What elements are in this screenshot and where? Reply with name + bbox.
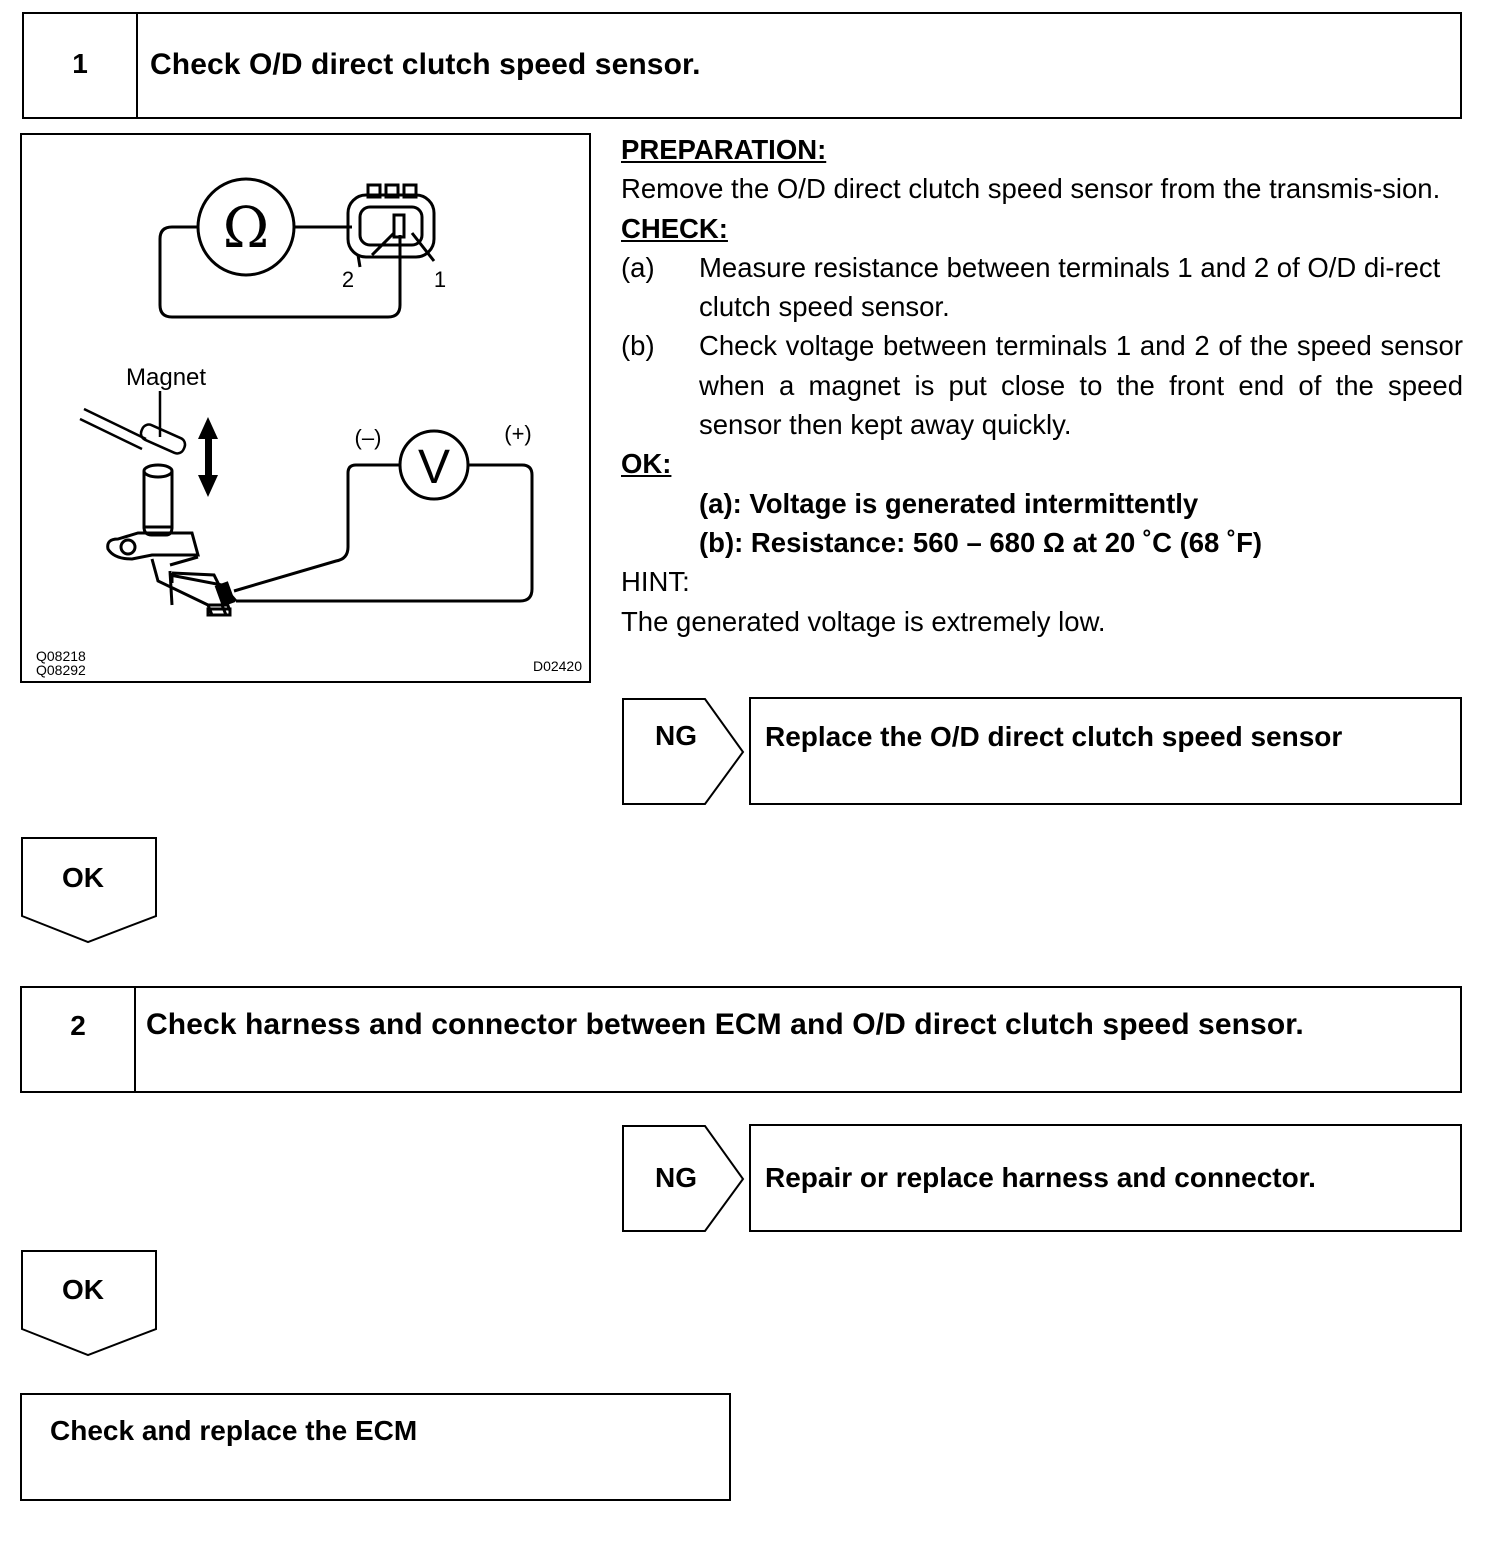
ng-arrow-1	[622, 698, 745, 805]
speed-sensor-icon	[106, 463, 238, 617]
check-item-b: (b) Check voltage between terminals 1 an…	[621, 326, 1463, 444]
motion-arrow-icon	[198, 417, 218, 497]
ok-label-1: OK	[62, 862, 104, 893]
ng-result-1: Replace the O/D direct clutch speed sens…	[749, 697, 1462, 805]
check-item-label: (a)	[621, 251, 655, 283]
step-title: Check O/D direct clutch speed sensor.	[150, 48, 701, 81]
volt-symbol: V	[418, 441, 450, 494]
ok-line-a: (a): Voltage is generated intermittently	[699, 487, 1199, 519]
final-action-text: Check and replace the ECM	[50, 1415, 418, 1446]
plus-label: (+)	[504, 421, 532, 446]
figure-code-1: Q08218	[36, 648, 86, 664]
ok-arrow-2	[21, 1250, 157, 1357]
check-item-a: (a) Measure resistance between terminals…	[621, 248, 1463, 327]
ng-label-1: NG	[655, 720, 697, 751]
ng-result-text-2: Repair or replace harness and connector.	[765, 1162, 1316, 1193]
magnet-icon	[139, 423, 187, 455]
ohm-symbol: Ω	[223, 196, 269, 261]
hint-heading: HINT:	[621, 566, 690, 598]
check-heading: CHECK:	[621, 212, 728, 244]
check-item-text: Check voltage between terminals 1 and 2 …	[699, 330, 1463, 441]
ok-line-b: (b): Resistance: 560 – 680 Ω at 20 ˚C (6…	[699, 526, 1263, 558]
minus-label: (–)	[355, 425, 382, 450]
step-1-header: 1 Check O/D direct clutch speed sensor.	[22, 12, 1462, 119]
magnet-label: Magnet	[126, 364, 206, 391]
terminal-2-label: 2	[342, 267, 354, 292]
preparation-text: Remove the O/D direct clutch speed senso…	[621, 173, 1441, 205]
volt-wire-negative	[233, 463, 400, 593]
figure-code-right: D02420	[533, 658, 582, 674]
preparation-heading: PREPARATION:	[621, 134, 827, 165]
connector-icon	[346, 193, 436, 259]
ok-heading: OK:	[621, 448, 672, 480]
volt-wire-positive	[236, 463, 534, 603]
figure-code-2: Q08292	[36, 662, 86, 678]
ng-result-text-1: Replace the O/D direct clutch speed sens…	[765, 721, 1343, 752]
sensor-test-figure: Ω 2 1 Magnet	[20, 133, 591, 683]
check-item-label: (b)	[621, 330, 655, 362]
step-2-header: 2 Check harness and connector between EC…	[20, 986, 1462, 1093]
ng-result-2: Repair or replace harness and connector.	[749, 1124, 1462, 1232]
terminal-1-label: 1	[434, 267, 446, 292]
step-number: 1	[24, 14, 138, 117]
instructions: PREPARATION: Remove the O/D direct clutc…	[621, 130, 1463, 641]
ohm-wire-lower	[158, 225, 402, 319]
step-title: Check harness and connector between ECM …	[146, 1008, 1304, 1041]
check-item-text: Measure resistance between terminals 1 a…	[699, 251, 1441, 323]
ok-label-2: OK	[62, 1274, 104, 1305]
final-action-box: Check and replace the ECM	[20, 1393, 731, 1501]
ng-label-2: NG	[655, 1162, 697, 1193]
step-number: 2	[22, 988, 136, 1091]
ng-arrow-2	[622, 1125, 745, 1232]
ok-arrow-1	[21, 837, 157, 944]
hint-text: The generated voltage is extremely low.	[621, 605, 1106, 637]
wiring-diagram: Ω 2 1 Magnet	[36, 177, 582, 678]
